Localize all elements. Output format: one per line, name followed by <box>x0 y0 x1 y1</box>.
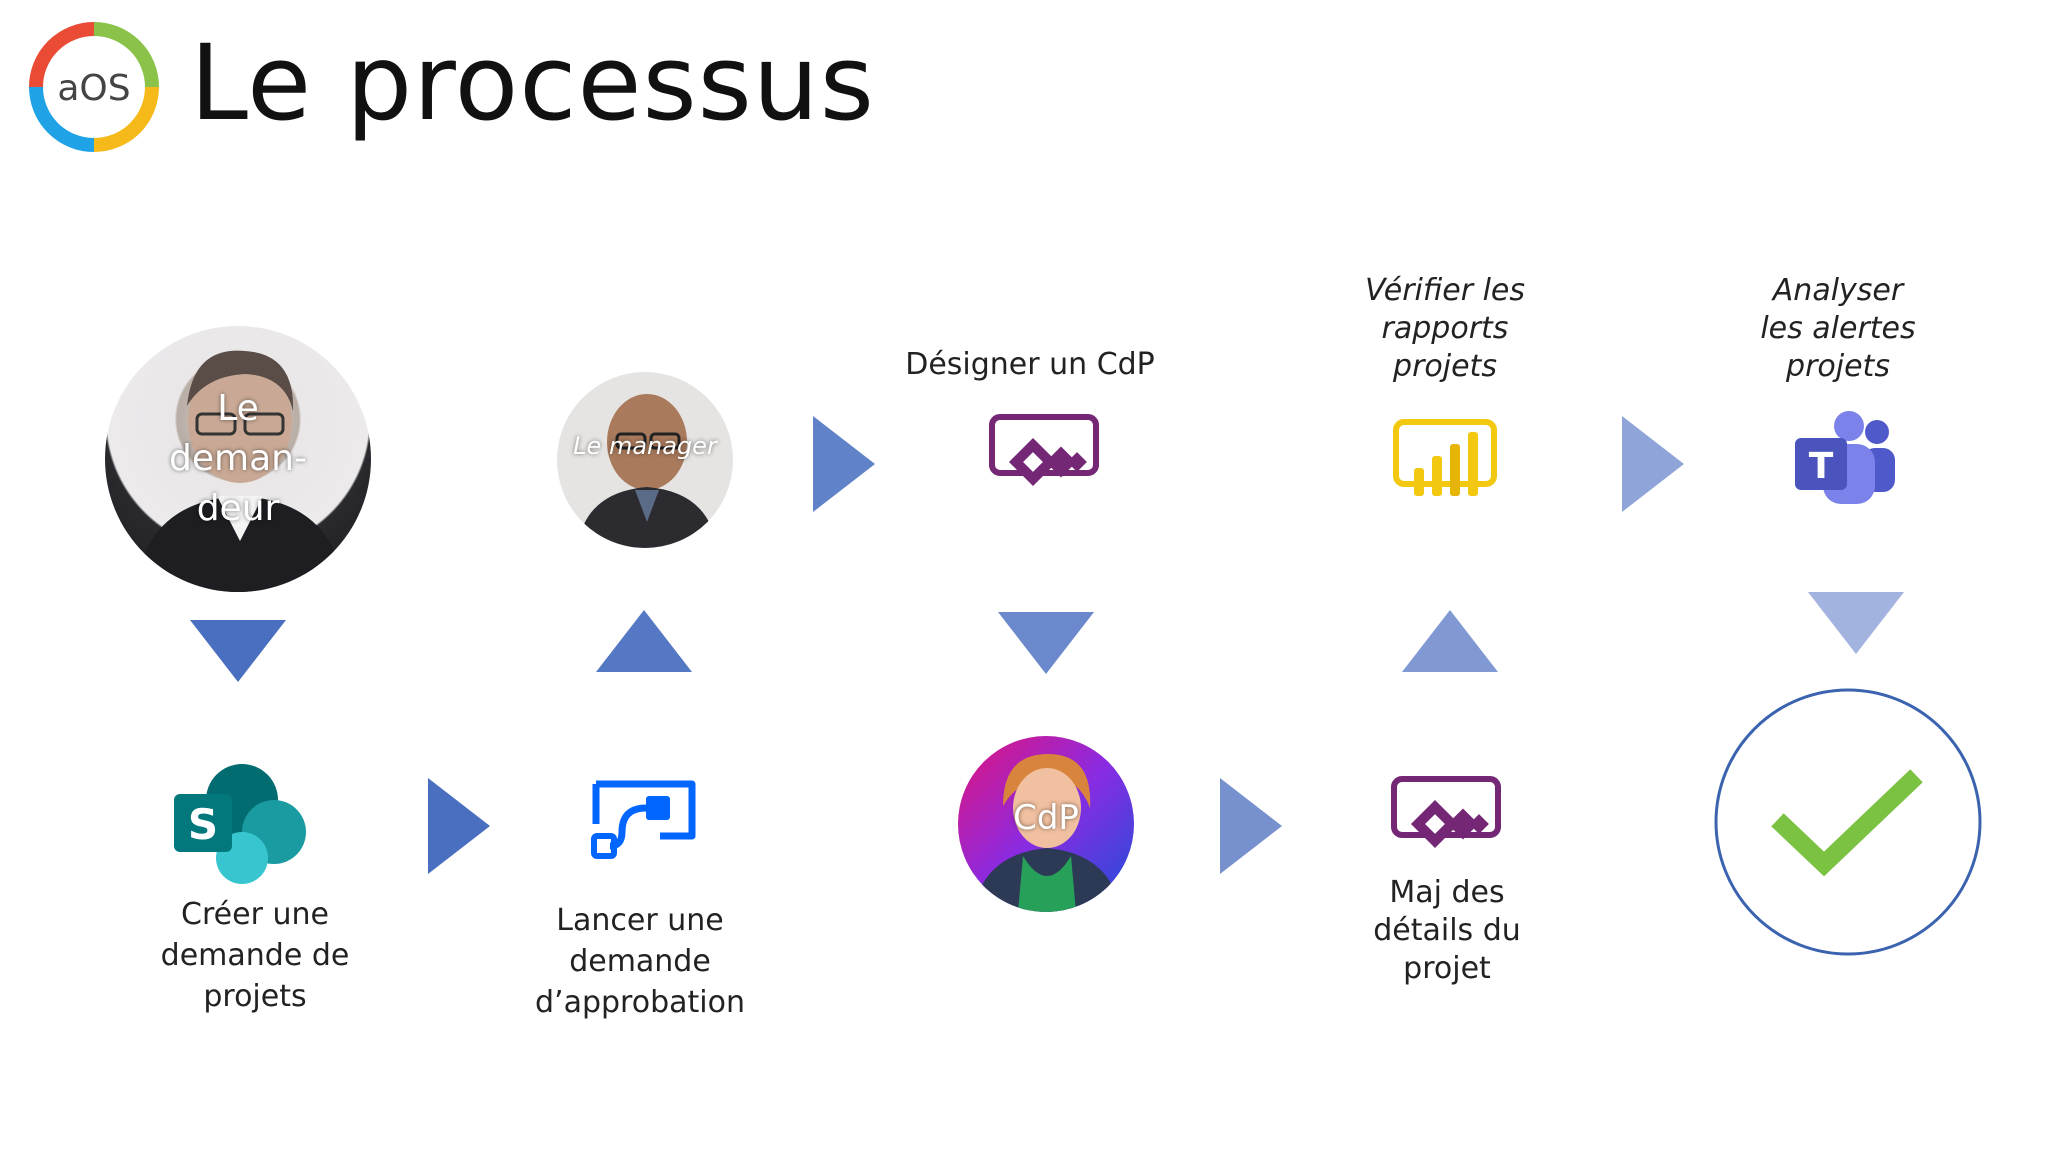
step-verifier-label: Vérifier les rapports projets <box>1364 273 1526 384</box>
power-apps-icon <box>989 414 1099 487</box>
logo-text: aOS <box>57 68 130 109</box>
arrow-down-icon <box>998 612 1094 674</box>
manager-label: Le manager <box>573 432 717 460</box>
arrow-right-icon <box>1220 778 1282 874</box>
aos-logo: aOS <box>29 22 159 152</box>
demandeur-label: Le deman-deur <box>169 388 307 529</box>
power-apps-icon <box>1391 776 1501 849</box>
check-icon <box>1714 688 1982 956</box>
avatar-demandeur: Le deman-deur <box>105 326 371 592</box>
power-automate-icon <box>591 780 696 859</box>
arrow-right-icon <box>813 416 875 512</box>
step-analyser-label: Analyser les alertes projets <box>1760 273 1916 384</box>
sharepoint-icon: S <box>174 764 306 884</box>
step-creer-label: Créer une demande de projets <box>160 897 350 1014</box>
avatar-manager: Le manager <box>557 372 733 548</box>
person-icon <box>577 394 717 548</box>
arrow-up-icon <box>1402 610 1498 672</box>
step-maj-label: Maj des détails du projet <box>1373 875 1521 986</box>
arrow-down-icon <box>1808 592 1904 654</box>
teams-icon: T <box>1795 411 1895 504</box>
avatar-cdp: CdP <box>958 736 1134 912</box>
person-icon <box>973 754 1121 912</box>
arrow-right-icon <box>428 778 490 874</box>
arrow-right-icon <box>1622 416 1684 512</box>
svg-text:T: T <box>1809 446 1834 487</box>
cdp-label: CdP <box>1013 798 1079 838</box>
step-designer-label: Désigner un CdP <box>905 347 1155 382</box>
svg-text:S: S <box>188 800 218 849</box>
arrow-up-icon <box>596 610 692 672</box>
arrow-down-icon <box>190 620 286 682</box>
power-bi-icon <box>1393 419 1497 496</box>
step-lancer-label: Lancer une demande d’approbation <box>535 903 745 1020</box>
page-title: Le processus <box>190 22 875 144</box>
person-icon <box>135 350 345 592</box>
